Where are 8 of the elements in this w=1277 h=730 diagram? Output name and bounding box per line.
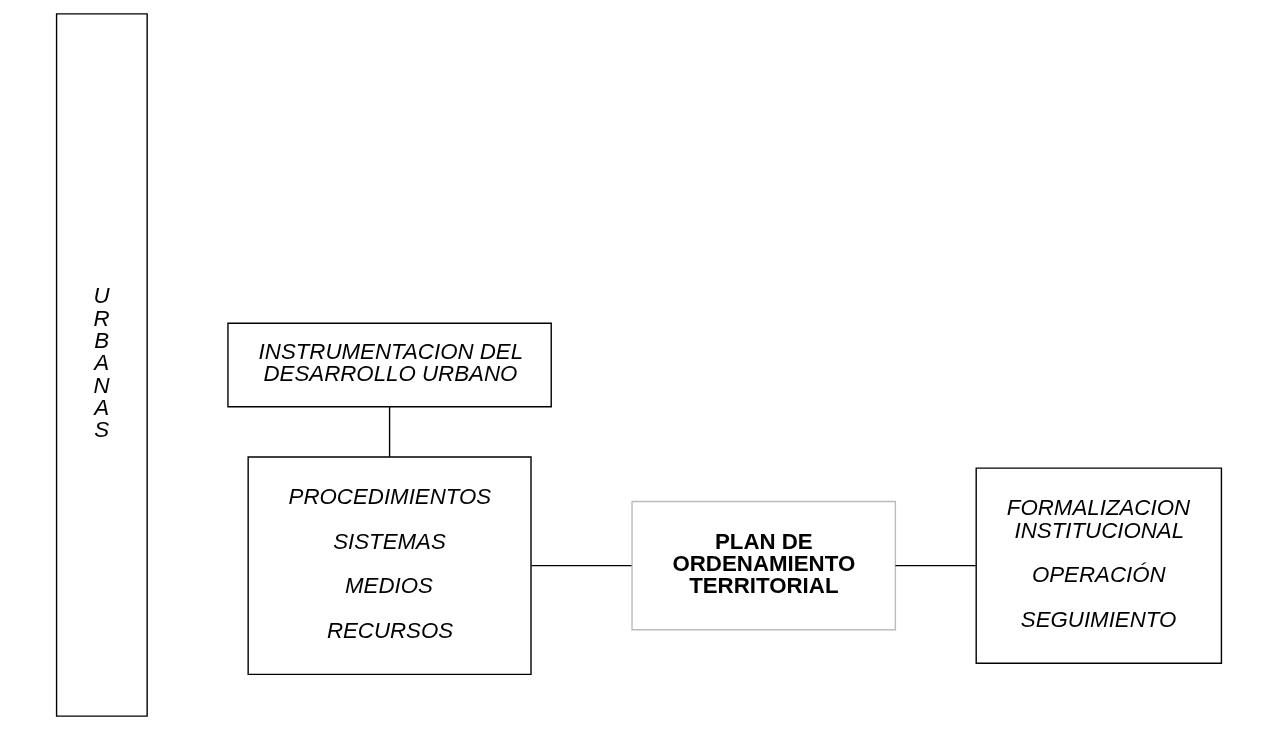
connector [388,406,390,458]
node-box: PLAN DE ORDENAMIENTO TERRITORIAL [630,500,896,631]
connector [530,564,632,567]
node-box: PROCEDIMIENTOS SISTEMAS MEDIOS RECURSOS [246,456,532,676]
node-box: FORMALIZACION INSTITUCIONAL OPERACIÓN SEGUIMIENTO [975,467,1222,664]
connector [894,564,977,567]
node-box: INSTRUMENTACION DEL DESARROLLO URBANO [226,322,552,408]
node-box: U R B A N A S [55,13,148,717]
